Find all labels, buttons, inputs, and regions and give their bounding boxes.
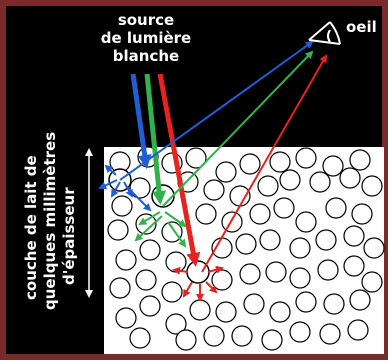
milk-droplet [289,267,311,289]
milk-droplet [161,281,183,303]
milk-droplet [279,169,301,191]
milk-droplet [295,147,317,169]
milk-droplet [289,321,311,343]
milk-droplet [317,259,339,281]
milk-droplet [107,219,129,241]
milk-droplet [322,155,344,177]
milk-droplet [349,289,371,311]
milk-droplet [239,153,261,175]
milk-droplet [295,211,317,233]
milk-droplet [229,185,251,207]
red-scatter [172,54,327,302]
milk-droplet [361,271,383,293]
milk-droplet [289,237,311,259]
milk-droplet [189,299,211,321]
red-scatter-arrow [205,281,218,294]
milk-droplet [195,203,217,225]
blue-scatter-arrow [104,164,117,176]
red-ray-to-eye [201,54,327,273]
blue-scatter-arrow [125,185,152,212]
milk-droplet [165,313,187,335]
milk-droplet [349,149,371,171]
milk-droplet [139,239,161,261]
milk-droplet [129,177,151,199]
blue-scatter-arrow [111,181,121,198]
milk-droplets [107,146,385,351]
milk-droplet [221,211,243,233]
scattering-droplet [151,184,175,208]
milk-droplet [203,179,225,201]
incident-blue-beam [130,73,152,169]
red-scatter-arrow [207,265,224,274]
milk-droplet [211,269,233,291]
milk-droplet [115,249,137,271]
milk-droplet [135,269,157,291]
blue-scatter [98,40,314,212]
thickness-label-line: d'épaisseur [60,187,78,285]
milk-droplet [243,293,265,315]
source-label-line: blanche [113,47,179,65]
milk-droplet [347,319,369,341]
green-scatter-arrow [164,211,187,228]
milk-droplet [215,161,237,183]
milk-droplet [315,229,337,251]
source-label: source de lumière blanche [101,11,191,65]
milk-droplet [319,323,341,345]
milk-droplet [269,151,291,173]
milk-droplet [257,175,279,197]
thickness-label: couche de lait de quelques millimètres d… [22,132,78,310]
thickness-label-line: couche de lait de [22,155,40,300]
milk-droplet [325,197,347,219]
green-scatter-arrow [138,211,161,226]
milk-droplet [351,203,373,225]
milk-droplet [203,325,225,347]
milk-droplet [175,329,197,351]
milk-droplet [249,203,271,225]
milk-droplet [109,277,131,299]
milk-droplet [111,195,133,217]
red-scatter-arrow [172,266,189,275]
milk-droplet [265,261,287,283]
thickness-label-line: quelques millimètres [41,132,59,310]
milk-droplet [339,167,361,189]
milk-droplet [185,147,207,169]
milk-droplet [261,329,283,351]
milk-droplet [259,229,281,251]
milk-droplet [231,325,253,347]
milk-droplet [215,301,237,323]
milk-droplet [165,251,187,273]
blue-ray-to-eye [119,40,314,181]
milk-droplet [239,263,261,285]
milk-droplet [363,237,385,259]
eye-label: oeil [346,18,377,36]
milk-droplet [129,327,151,349]
milk-droplet [139,295,161,317]
blue-scatter-arrow [98,179,118,190]
green-ray-to-eye [162,50,314,207]
milk-droplet [361,175,383,197]
milk-droplet [115,307,137,329]
source-label-line: de lumière [101,29,191,47]
milk-droplet [343,255,365,277]
green-scatter-arrow [167,221,187,248]
green-scatter [134,50,314,248]
milk-droplet [235,233,257,255]
incident-red-beam [157,73,201,267]
milk-droplet [161,221,183,243]
milk-droplet [323,293,345,315]
incident-green-beam [144,73,167,205]
milk-droplet [273,197,295,219]
milk-droplet [295,291,317,313]
milk-droplet [309,171,331,193]
milk-droplet [343,225,365,247]
source-label-line: source [118,11,174,29]
milk-droplet [269,301,291,323]
green-scatter-arrow [134,215,163,242]
eye-icon [308,21,341,45]
red-scatter-arrow [183,281,193,298]
